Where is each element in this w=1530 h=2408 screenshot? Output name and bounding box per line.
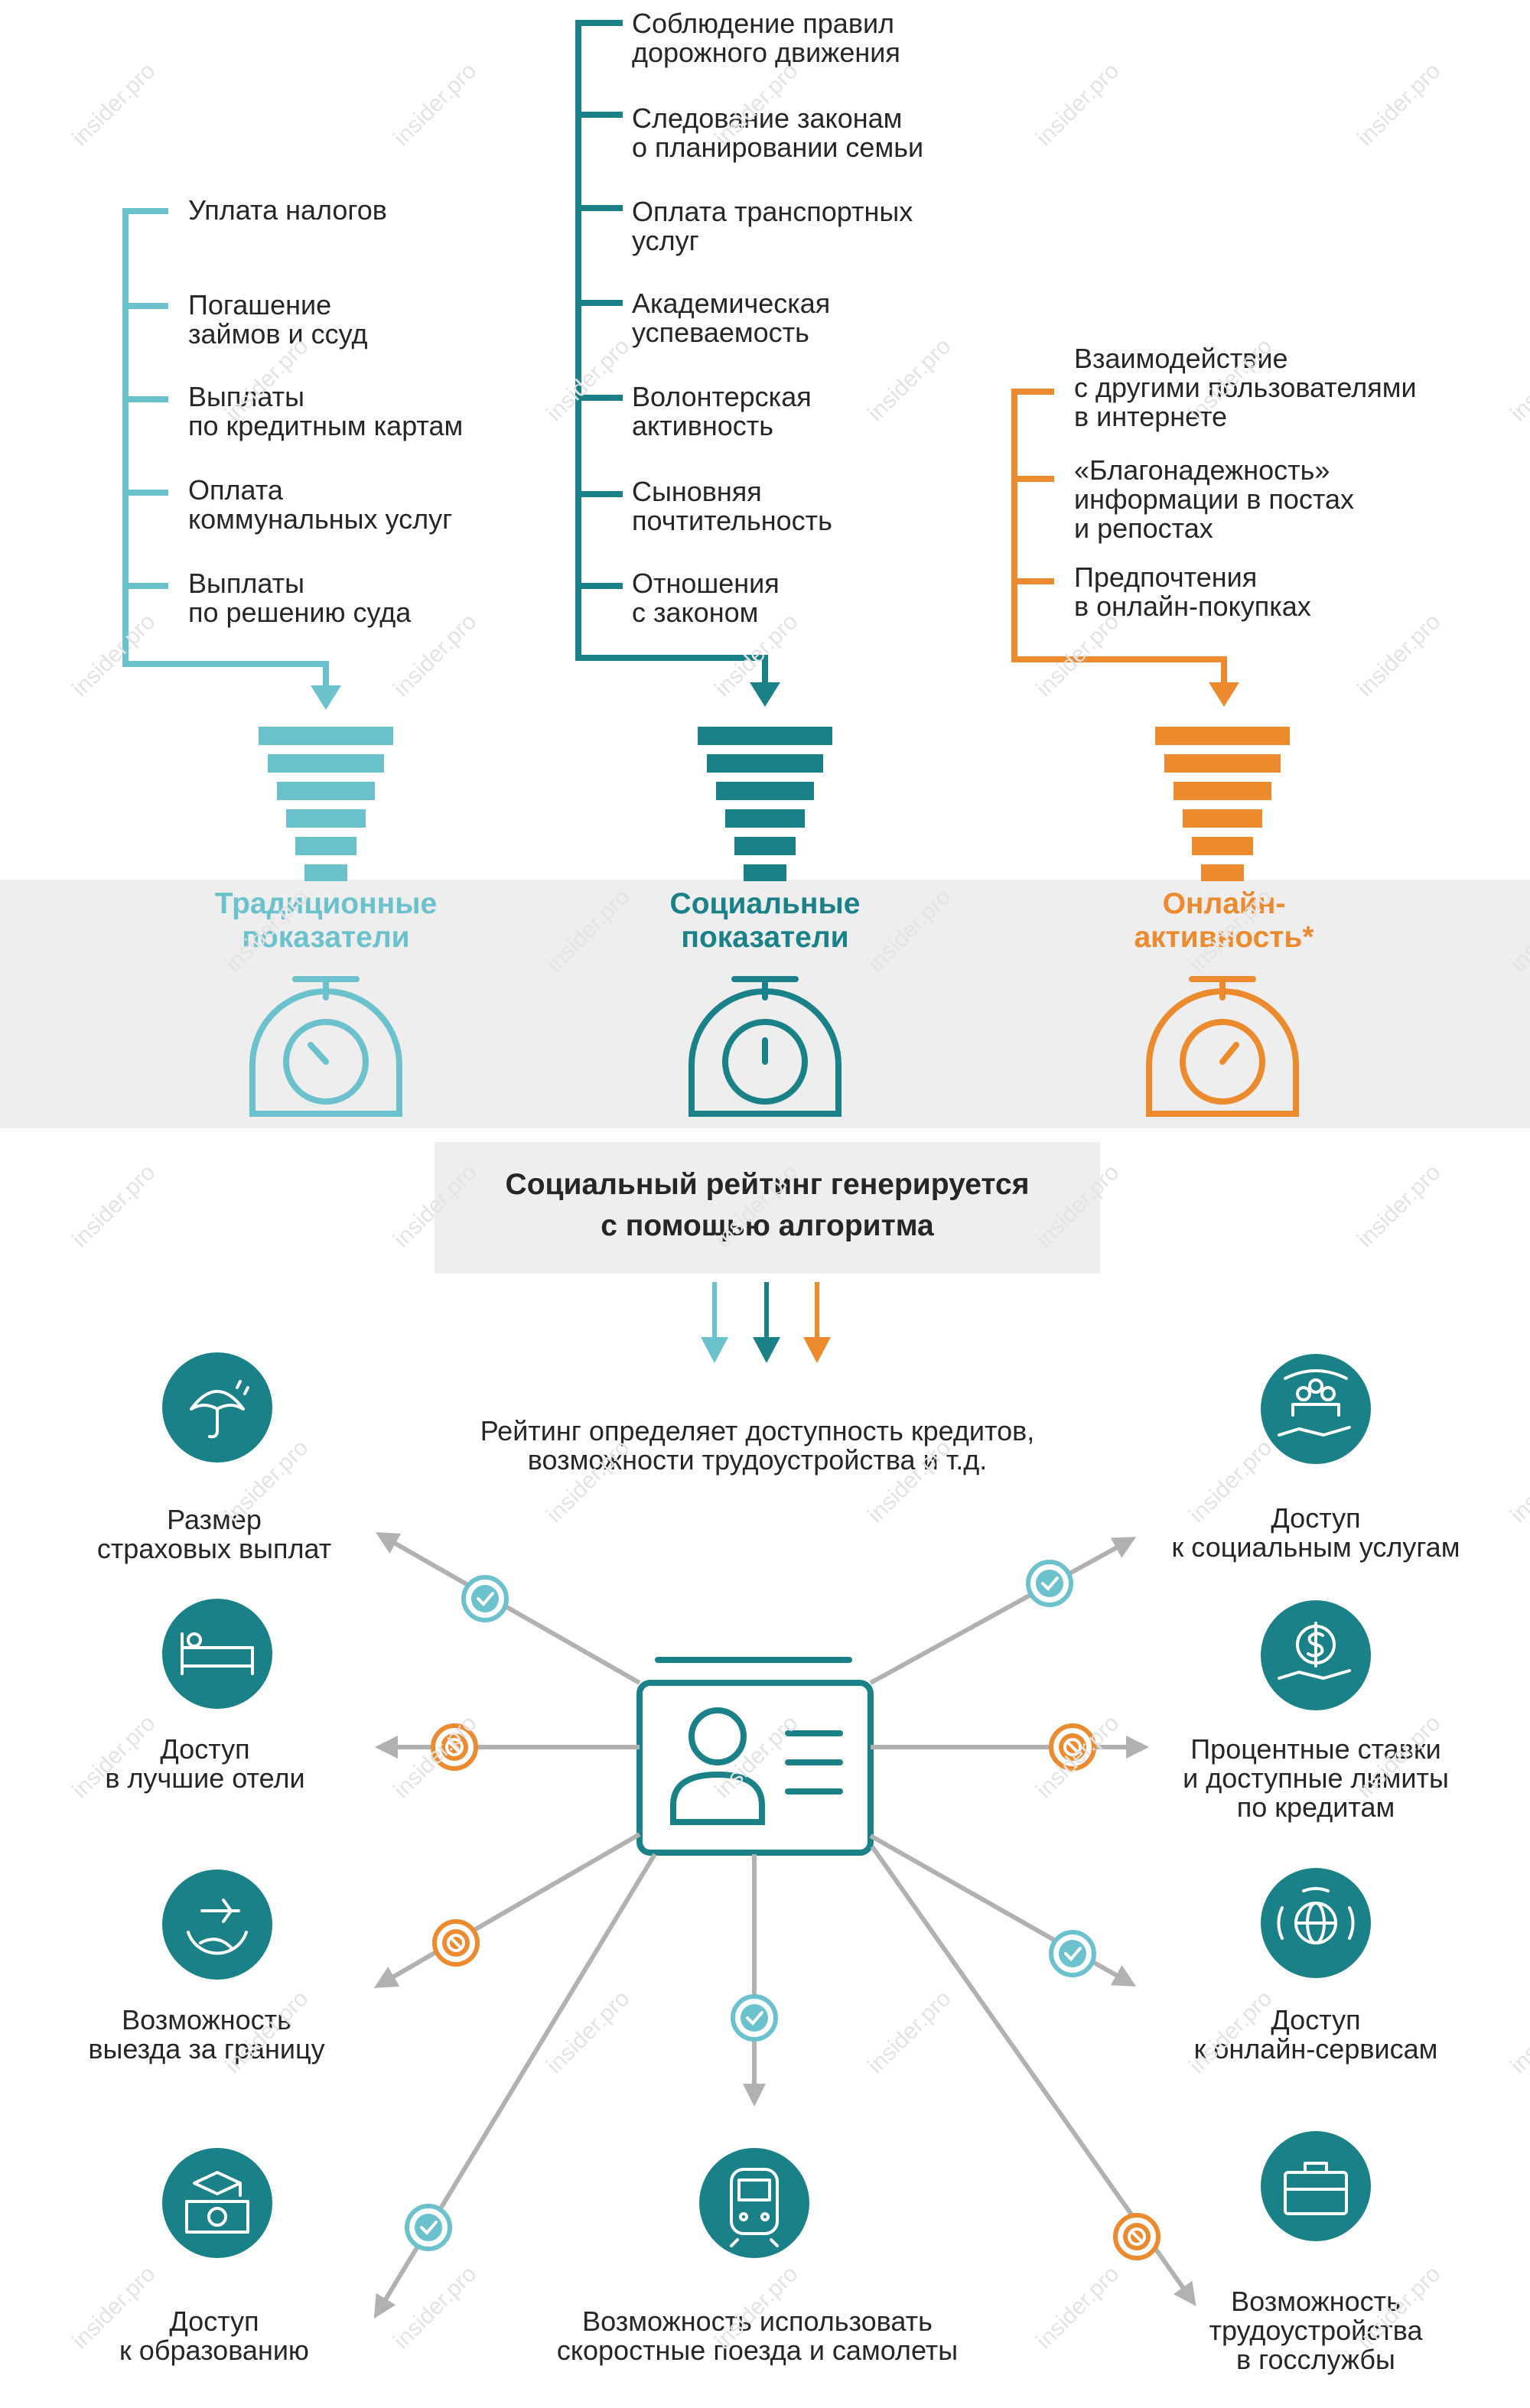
- social-item: Волонтерская активность: [632, 381, 812, 441]
- prohibited-badge-icon: [1113, 2213, 1161, 2260]
- traditional-item: Выплаты по кредитным картам: [188, 381, 464, 441]
- traditional-item: Выплаты по решению суда: [188, 568, 412, 628]
- rating-box: [435, 1142, 1100, 1274]
- funnel-traditional: [259, 727, 393, 881]
- check-badge-icon: [1026, 1560, 1073, 1607]
- umbrella-icon: [162, 1352, 272, 1463]
- social-item: Оплата транспортных услуг: [632, 196, 913, 256]
- arrowhead-social: [750, 682, 780, 707]
- icon-circle: [1261, 2131, 1371, 2241]
- graduation-money-icon: [162, 2148, 272, 2258]
- outcome-label-social: Доступ к социальным услугам: [1171, 1502, 1460, 1563]
- outcome-label-jobs: Возможность трудоустройства в госслужбы: [1209, 2286, 1423, 2375]
- online-item: «Благонадежность» информации в постах и …: [1074, 454, 1355, 544]
- scale-icon-online: [1146, 976, 1299, 1117]
- train-icon: [699, 2148, 809, 2258]
- social-item: Сыновняя почтительность: [632, 476, 832, 536]
- connector-insurance: [375, 1532, 641, 1685]
- scale-icon-traditional: [249, 976, 402, 1117]
- arrowhead-traditional: [311, 685, 341, 710]
- check-badge-icon: [405, 2204, 452, 2251]
- bracket-social: [575, 20, 768, 687]
- airplane-globe-icon: [162, 1869, 272, 1980]
- dollar-hand-icon: [1261, 1600, 1371, 1710]
- social-item: Следование законам о планировании семьи: [632, 103, 924, 163]
- social-item: Академическая успеваемость: [632, 288, 831, 348]
- hotel-bed-icon: [162, 1599, 272, 1709]
- icon-circle: [1261, 1354, 1371, 1464]
- online-item: Предпочтения в онлайн-покупках: [1074, 561, 1311, 622]
- rating-title: Социальный рейтинг генерируется с помощь…: [505, 1168, 1030, 1242]
- icon-circle: [162, 1869, 272, 1980]
- outcome-label-credit: Процентные ставки и доступные лимиты по …: [1183, 1733, 1449, 1823]
- bracket-traditional: [122, 208, 329, 690]
- icon-circle: [699, 2148, 809, 2258]
- icon-circle: [162, 1599, 272, 1709]
- arrowhead-online: [1209, 682, 1239, 707]
- check-badge-icon: [731, 1994, 778, 2042]
- people-care-icon: [1261, 1354, 1371, 1464]
- funnel-social: [698, 727, 832, 881]
- prohibited-badge-icon: [1049, 1723, 1096, 1771]
- prohibited-badge-icon: [431, 1723, 478, 1771]
- outcome-label-travel: Возможность выезда за границу: [88, 2004, 325, 2065]
- rating-subtitle: Рейтинг определяет доступность кредитов,…: [480, 1415, 1035, 1476]
- category-label-traditional: Традиционные показатели: [214, 887, 438, 954]
- scale-icon-social: [688, 976, 842, 1117]
- social-item: Отношения с законом: [632, 568, 780, 628]
- connector-travel: [373, 1832, 641, 1989]
- traditional-item: Погашение займов и ссуд: [188, 289, 368, 350]
- briefcase-icon: [1261, 2131, 1371, 2241]
- bracket-online: [1011, 389, 1227, 687]
- outcome-label-online: Доступ к онлайн-сервисам: [1193, 2004, 1438, 2065]
- traditional-item: Оплата коммунальных услуг: [188, 474, 453, 535]
- down-arrows: [712, 1282, 819, 1343]
- category-label-social: Социальные показатели: [669, 887, 861, 954]
- id-card-icon: [636, 1657, 874, 1856]
- connector-social: [869, 1537, 1137, 1685]
- outcome-label-education: Доступ к образованию: [119, 2305, 309, 2366]
- globe-signal-icon: [1261, 1868, 1371, 1978]
- traditional-item: Уплата налогов: [188, 194, 387, 226]
- category-label-online: Онлайн- активность*: [1134, 887, 1314, 954]
- social-item: Соблюдение правил дорожного движения: [632, 8, 900, 68]
- outcome-label-hotels: Доступ в лучшие отели: [105, 1733, 305, 1794]
- prohibited-badge-icon: [432, 1919, 480, 1967]
- check-badge-icon: [461, 1575, 509, 1622]
- outcome-label-trains: Возможность использовать скоростные поез…: [556, 2305, 959, 2366]
- funnel-online: [1155, 727, 1290, 881]
- online-item: Взаимодействие с другими пользователями …: [1074, 343, 1417, 432]
- check-badge-icon: [1049, 1930, 1096, 1977]
- outcome-label-insurance: Размер страховых выплат: [96, 1504, 332, 1564]
